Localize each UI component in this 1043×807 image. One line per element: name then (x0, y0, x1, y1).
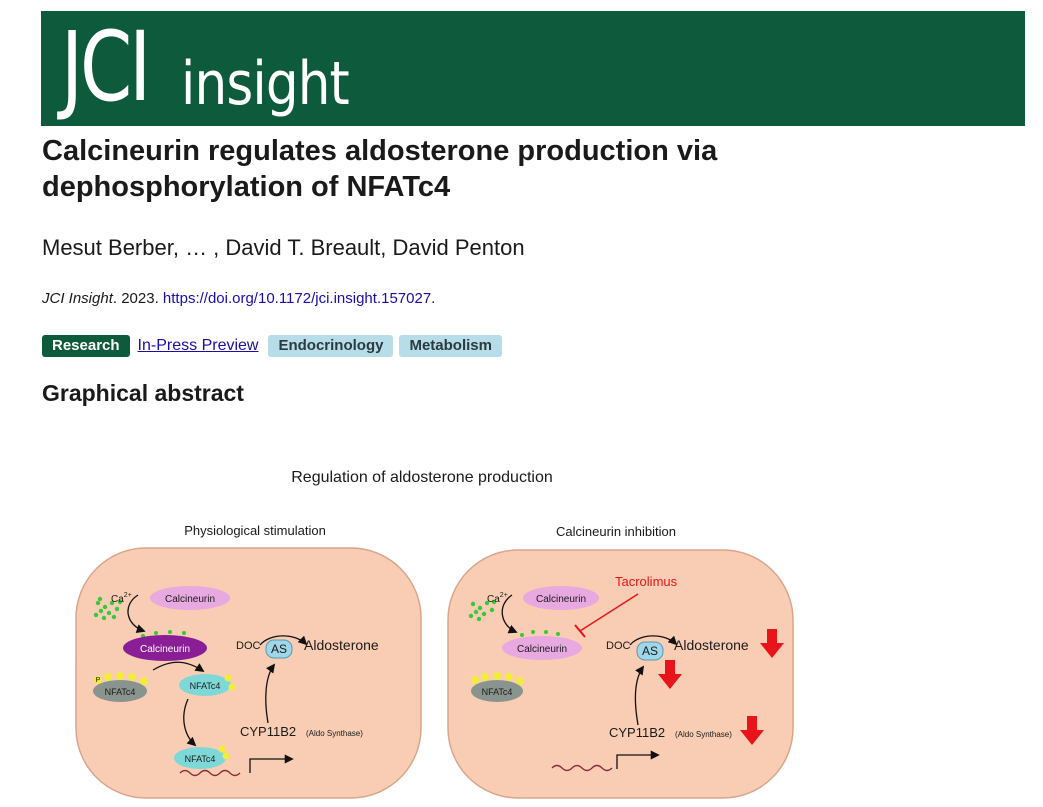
right-calcineurin2-label: Calcineurin (517, 644, 567, 655)
citation-suffix: . (431, 290, 435, 307)
article-title-line2: dephosphorylation of NFATc4 (42, 169, 942, 205)
left-calcineurin-active-label: Calcineurin (140, 644, 190, 655)
journal-banner: JCI insight (41, 11, 1025, 126)
logo-insight: insight (181, 49, 349, 119)
author-list: Mesut Berber, … , David T. Breault, Davi… (42, 234, 525, 262)
right-doc-label: DOC (606, 640, 631, 652)
left-panel-heading: Physiological stimulation (184, 523, 326, 538)
article-title: Calcineurin regulates aldosterone produc… (42, 133, 942, 205)
panel-calcineurin-inhibition: Calcineurin inhibition Ca2+ Calcineurin … (448, 524, 793, 798)
left-cell (76, 548, 421, 798)
right-calcineurin-label: Calcineurin (536, 594, 586, 605)
tag-metabolism[interactable]: Metabolism (399, 335, 502, 357)
left-aldosterone-label: Aldosterone (304, 637, 379, 653)
left-doc-label: DOC (236, 640, 261, 652)
panel-physiological-stimulation: Physiological stimulation Ca2+ Calcineur… (76, 523, 421, 798)
right-panel-heading: Calcineurin inhibition (556, 524, 676, 539)
doi-link[interactable]: https://doi.org/10.1172/jci.insight.1570… (163, 290, 431, 307)
right-cyp-label: CYP11B2 (609, 725, 665, 740)
left-cyp-label: CYP11B2 (240, 724, 296, 739)
article-tags: Research In-Press Preview Endocrinology … (42, 334, 508, 358)
citation: JCI Insight. 2023. https://doi.org/10.11… (42, 289, 435, 309)
tacrolimus-label: Tacrolimus (615, 574, 678, 589)
tag-endocrinology[interactable]: Endocrinology (268, 335, 393, 357)
citation-year: . 2023. (113, 290, 163, 307)
tag-research[interactable]: Research (42, 335, 130, 357)
left-calcineurin-label: Calcineurin (165, 594, 215, 605)
left-nfatc4-label: NFATc4 (190, 681, 221, 691)
svg-text:P: P (96, 677, 101, 684)
right-nfatc4-p-label: NFATc4 (482, 687, 513, 697)
section-heading-graphical-abstract: Graphical abstract (42, 378, 244, 408)
in-press-preview-link[interactable]: In-Press Preview (136, 335, 263, 357)
right-as-label: AS (642, 644, 658, 658)
right-aldo-synthase-label: (Aldo Synthase) (675, 730, 732, 739)
left-nfatc4-p-label: NFATc4 (105, 687, 136, 697)
left-aldo-synthase-label: (Aldo Synthase) (306, 729, 363, 738)
logo-jci: JCI (61, 13, 148, 121)
right-aldosterone-label: Aldosterone (674, 637, 749, 653)
journal-name: JCI Insight (42, 290, 113, 307)
left-nfatc4-dna-label: NFATc4 (185, 754, 216, 764)
left-as-label: AS (271, 642, 287, 656)
article-title-line1: Calcineurin regulates aldosterone produc… (42, 133, 942, 169)
figure-title: Regulation of aldosterone production (291, 469, 553, 486)
graphical-abstract-figure: Regulation of aldosterone production Phy… (60, 455, 920, 800)
